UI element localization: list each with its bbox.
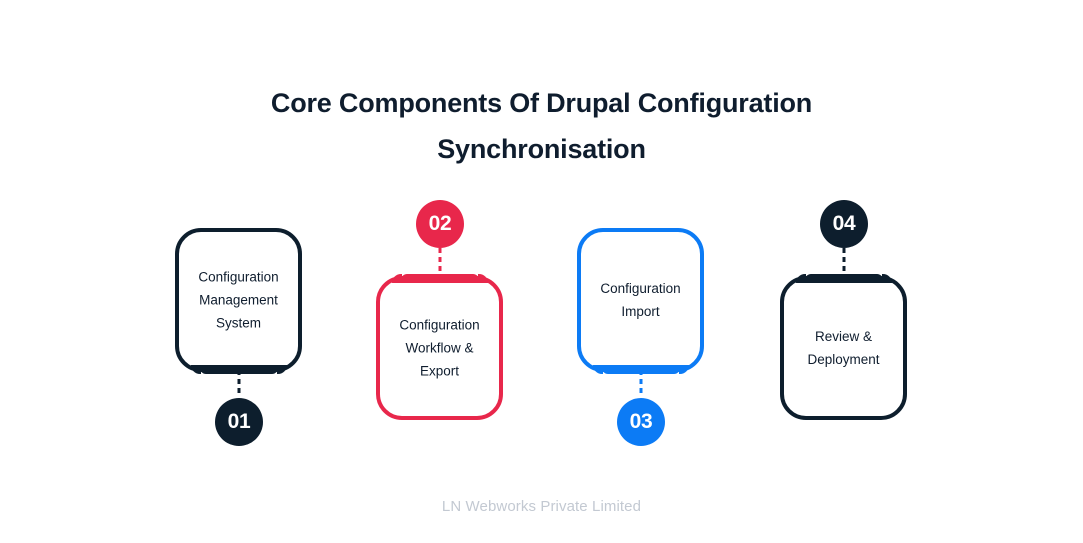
step-label-04: Review & Deployment <box>784 325 903 371</box>
step-badge-01[interactable]: 01 <box>215 398 263 446</box>
page-title-line-1: Core Components Of Drupal Configuration <box>270 88 813 118</box>
connector-02 <box>438 248 442 272</box>
connector-01 <box>237 370 241 394</box>
connector-dash <box>639 370 643 375</box>
page-title: Core Components Of Drupal Configuration … <box>0 80 1083 172</box>
page-title-line-2: Synchronisation <box>437 134 646 164</box>
connector-04 <box>842 248 846 272</box>
connector-dash <box>438 257 442 262</box>
step-badge-04[interactable]: 04 <box>820 200 868 248</box>
footer-credit: LN Webworks Private Limited <box>441 498 642 515</box>
connector-dash <box>842 266 846 271</box>
step-label-line: Configuration <box>600 281 681 296</box>
step-label-line: Deployment <box>807 352 880 367</box>
step-label-line: Configuration <box>399 317 480 333</box>
connector-dash <box>639 388 643 393</box>
step-label-line: Import <box>621 304 660 319</box>
step-label-line: Review & <box>814 329 873 344</box>
card-notch-01 <box>190 365 287 374</box>
connector-dash <box>237 370 241 375</box>
step-label-line: Export <box>419 363 460 379</box>
step-04: Review & Deployment 04 <box>754 190 934 460</box>
step-label-line: System <box>215 315 261 331</box>
connector-dash <box>438 266 442 271</box>
step-label-line: Configuration <box>198 269 279 285</box>
step-label-line: Management <box>199 292 278 308</box>
step-badge-03[interactable]: 03 <box>617 398 665 446</box>
connector-dash <box>237 379 241 384</box>
card-notch-04 <box>795 274 892 283</box>
step-label-line: Workflow & <box>405 340 474 356</box>
connector-dash <box>237 388 241 393</box>
card-notch-03 <box>592 365 689 374</box>
connector-03 <box>639 370 643 394</box>
connector-dash <box>438 248 442 253</box>
card-notch-02 <box>391 274 488 283</box>
connector-dash <box>842 257 846 262</box>
connector-dash <box>639 379 643 384</box>
step-card-04[interactable]: Review & Deployment <box>780 274 907 420</box>
connector-dash <box>842 248 846 253</box>
step-badge-02[interactable]: 02 <box>416 200 464 248</box>
